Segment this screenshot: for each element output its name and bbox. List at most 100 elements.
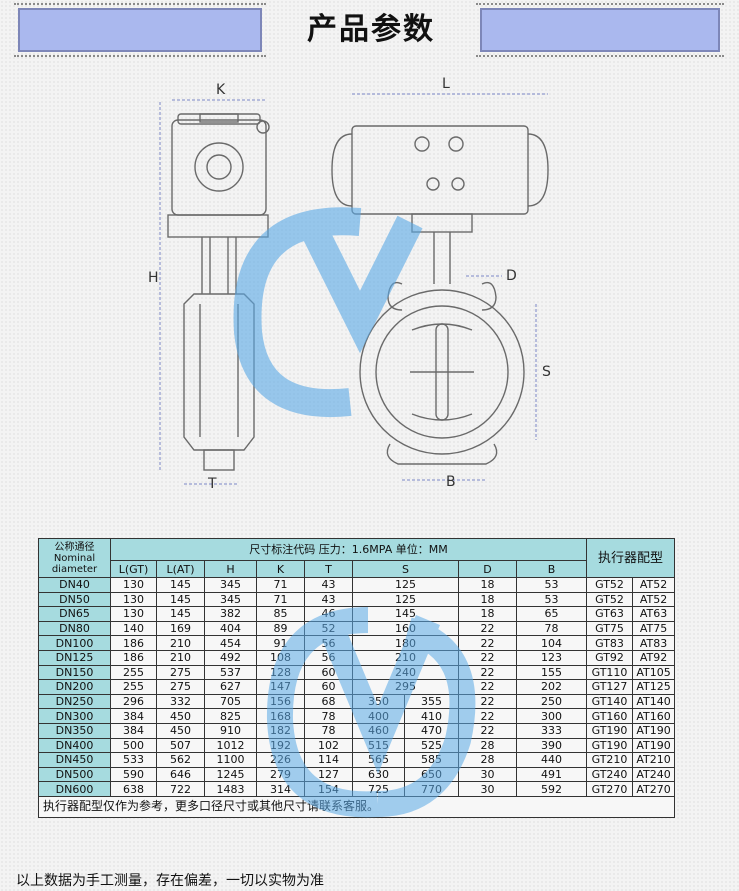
d-cell: 22: [458, 649, 517, 666]
t-cell: 114: [304, 752, 353, 768]
header-d: D: [458, 560, 517, 578]
t-cell: 43: [304, 577, 353, 593]
h-cell: 1100: [204, 752, 257, 768]
b-cell: 202: [515, 679, 588, 695]
s-cell: 180: [352, 635, 459, 651]
b-cell: 250: [515, 693, 588, 710]
k-cell: 192: [256, 737, 305, 754]
d-cell: 30: [458, 766, 517, 783]
k-cell: 168: [256, 708, 305, 724]
h-cell: 382: [204, 606, 257, 622]
d-cell: 22: [458, 635, 517, 651]
b-cell: 53: [515, 577, 588, 593]
table-note: 执行器配型仅作为参考，更多口径尺寸或其他尺寸请联系客服。: [37, 795, 676, 818]
dim-label-d: D: [506, 268, 517, 284]
actuator-gt-cell: GT110: [586, 664, 634, 681]
l-at-cell: 210: [156, 635, 205, 651]
s-cell: 160: [352, 620, 459, 637]
actuator-gt-cell: GT270: [586, 781, 634, 797]
l-gt-cell: 384: [110, 708, 157, 724]
header-h: H: [204, 560, 257, 578]
actuator-at-cell: AT140: [632, 693, 676, 710]
actuator-at-cell: AT63: [632, 606, 676, 622]
l-gt-cell: 130: [110, 591, 157, 608]
l-at-cell: 450: [156, 722, 205, 739]
actuator-at-cell: AT270: [632, 781, 676, 797]
dim-label-l: L: [442, 76, 450, 92]
t-cell: 46: [304, 606, 353, 622]
d-cell: 22: [458, 620, 517, 637]
dn-cell: DN400: [38, 737, 111, 754]
header-nominal-diameter: 公称通径 Nominal diameter: [38, 538, 111, 578]
l-at-cell: 275: [156, 664, 205, 681]
k-cell: 71: [256, 591, 305, 608]
s2-cell: 770: [404, 781, 459, 797]
l-gt-cell: 296: [110, 693, 157, 710]
actuator-at-cell: AT75: [632, 620, 676, 637]
valve-body-outer: [359, 289, 525, 455]
dn-cell: DN50: [38, 591, 111, 608]
actuator-at-cell: AT52: [632, 591, 676, 608]
dn-cell: DN350: [38, 722, 111, 739]
t-cell: 60: [304, 679, 353, 695]
dn-cell: DN200: [38, 679, 111, 695]
dn-cell: DN40: [38, 577, 111, 593]
actuator-gt-cell: GT92: [586, 649, 634, 666]
s1-cell: 460: [352, 722, 405, 739]
k-cell: 91: [256, 635, 305, 651]
actuator-at-cell: AT105: [632, 664, 676, 681]
l-at-cell: 646: [156, 766, 205, 783]
header-k: K: [256, 560, 305, 578]
actuator-at-cell: AT160: [632, 708, 676, 724]
h-cell: 1483: [204, 781, 257, 797]
t-cell: 60: [304, 664, 353, 681]
actuator-at-cell: AT190: [632, 722, 676, 739]
dn-cell: DN65: [38, 606, 111, 622]
cv5-watermark-logo: [233, 207, 423, 418]
actuator-at-cell: AT210: [632, 752, 676, 768]
t-cell: 43: [304, 591, 353, 608]
h-cell: 705: [204, 693, 257, 710]
k-cell: 147: [256, 679, 305, 695]
b-cell: 78: [515, 620, 588, 637]
h-cell: 825: [204, 708, 257, 724]
d-cell: 22: [458, 722, 517, 739]
h-cell: 492: [204, 649, 257, 666]
l-gt-cell: 186: [110, 635, 157, 651]
t-cell: 56: [304, 635, 353, 651]
l-at-cell: 275: [156, 679, 205, 695]
l-at-cell: 562: [156, 752, 205, 768]
dn-cell: DN500: [38, 766, 111, 783]
actuator-at-cell: AT52: [632, 577, 676, 593]
s2-cell: 585: [404, 752, 459, 768]
actuator-gt-cell: GT240: [586, 766, 634, 783]
dn-cell: DN600: [38, 781, 111, 797]
d-cell: 22: [458, 693, 517, 710]
s-cell: 125: [352, 591, 459, 608]
decorative-banner-left: [14, 3, 266, 57]
d-cell: 18: [458, 606, 517, 622]
s1-cell: 400: [352, 708, 405, 724]
side-actuator-body: [171, 119, 267, 216]
h-cell: 537: [204, 664, 257, 681]
s1-cell: 515: [352, 737, 405, 754]
header-t: T: [304, 560, 353, 578]
actuator-at-cell: AT125: [632, 679, 676, 695]
k-cell: 128: [256, 664, 305, 681]
d-cell: 22: [458, 664, 517, 681]
side-mount-flange: [167, 214, 269, 238]
k-cell: 156: [256, 693, 305, 710]
k-cell: 108: [256, 649, 305, 666]
t-cell: 102: [304, 737, 353, 754]
actuator-gt-cell: GT190: [586, 722, 634, 739]
actuator-at-cell: AT190: [632, 737, 676, 754]
l-at-cell: 169: [156, 620, 205, 637]
